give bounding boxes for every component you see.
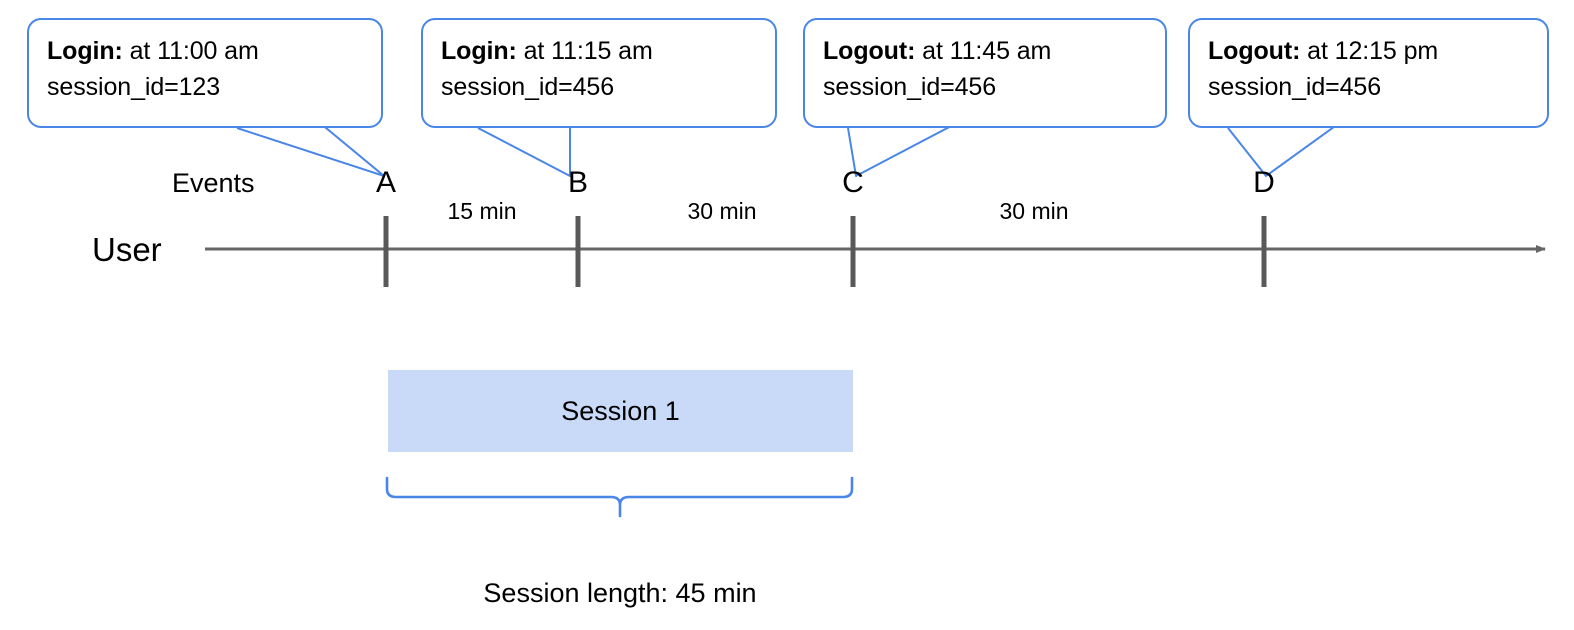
callout-event-a: Login: at 11:00 am session_id=123 [27, 18, 383, 128]
session-length-caption: Session length: 45 min [483, 578, 757, 608]
callout-d-line1: Logout: at 12:15 pm [1208, 34, 1529, 70]
callout-c-detail: at 11:45 am [922, 37, 1052, 65]
tick-label-a: A [375, 166, 397, 199]
tick-label-d: D [1253, 166, 1275, 199]
tick-label-b: B [567, 166, 589, 199]
tick-label-c: C [842, 166, 864, 199]
callout-event-b: Login: at 11:15 am session_id=456 [421, 18, 777, 128]
callout-b-kind: Login: [441, 37, 517, 65]
session-bar: Session 1 [388, 370, 853, 452]
callout-event-c: Logout: at 11:45 am session_id=456 [803, 18, 1167, 128]
events-row-label: Events [172, 168, 255, 198]
interval-label-c-d: 30 min [999, 198, 1069, 224]
user-row-label: User [92, 231, 162, 268]
callout-b-line1: Login: at 11:15 am [441, 34, 757, 70]
callout-d-kind: Logout: [1208, 37, 1301, 65]
callout-tail-a [236, 122, 385, 177]
callout-a-kind: Login: [47, 37, 123, 65]
callout-event-d: Logout: at 12:15 pm session_id=456 [1188, 18, 1549, 128]
interval-label-b-c: 30 min [687, 198, 757, 224]
callout-c-meta: session_id=456 [823, 72, 997, 101]
callout-tail-c [847, 123, 956, 177]
session-brace [385, 476, 854, 518]
callout-d-detail: at 12:15 pm [1307, 37, 1439, 65]
callout-b-detail: at 11:15 am [523, 37, 653, 65]
session-bar-label: Session 1 [561, 395, 680, 426]
callout-c-line1: Logout: at 11:45 am [823, 34, 1147, 70]
callout-c-kind: Logout: [823, 37, 916, 65]
callout-d-meta: session_id=456 [1208, 72, 1382, 101]
callout-a-meta: session_id=123 [47, 72, 221, 101]
callout-a-detail: at 11:00 am [129, 37, 259, 65]
callout-a-line1: Login: at 11:00 am [47, 34, 363, 70]
callout-tail-b [477, 123, 571, 177]
interval-label-a-b: 15 min [447, 198, 517, 224]
callout-tail-d [1227, 123, 1339, 177]
callout-b-meta: session_id=456 [441, 72, 615, 101]
